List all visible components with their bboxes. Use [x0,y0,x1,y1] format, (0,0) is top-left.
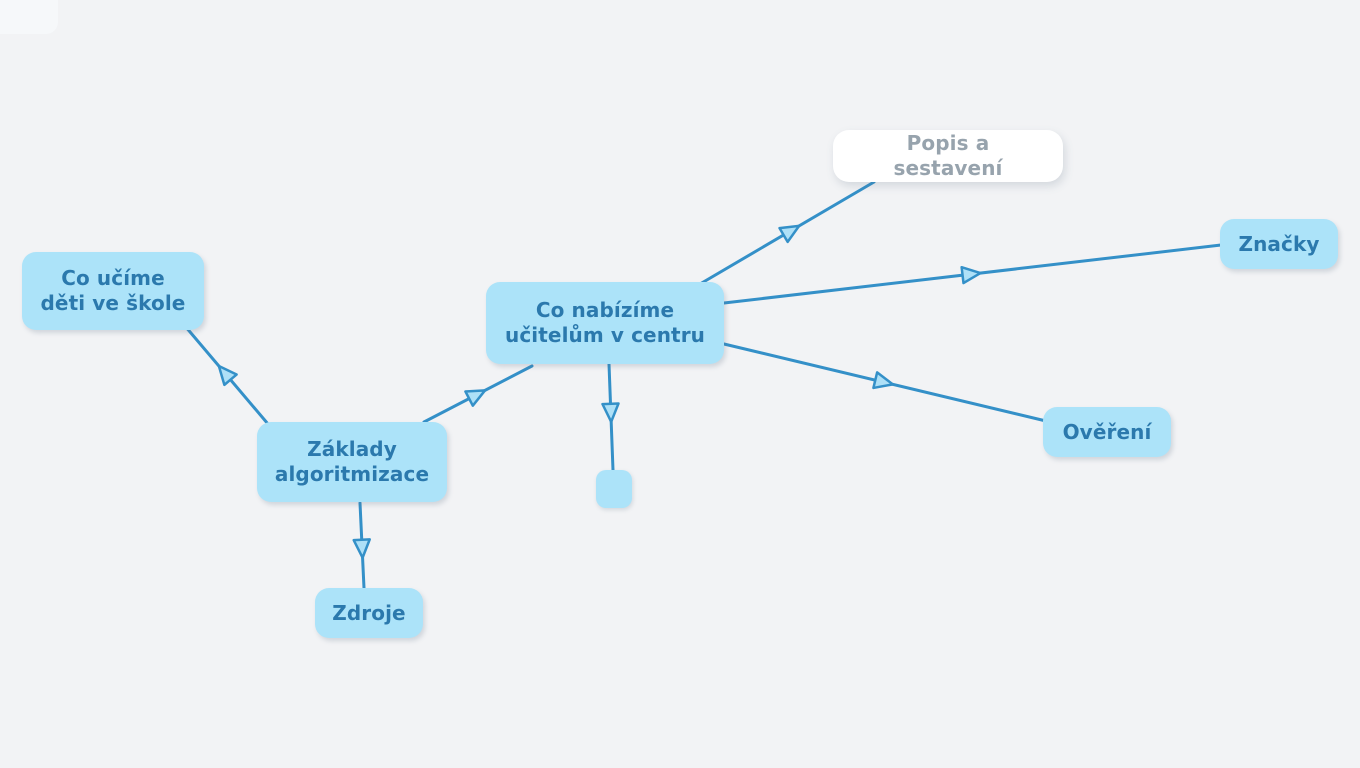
edge-connector[interactable] [722,342,1048,423]
edge-connector[interactable] [722,243,1223,305]
mindmap-node-label: Zdroje [332,600,406,625]
edge-arrowhead-icon [352,538,371,559]
edge-arrowhead-icon [601,402,620,424]
mindmap-node-label: Co nabízíme učitelům v centru [505,298,705,347]
edge-line [722,342,1048,423]
edge-line [183,324,270,426]
mindmap-node-zdroje[interactable]: Zdroje [315,588,423,638]
mindmap-node-overeni[interactable]: Ověření [1043,407,1171,457]
edge-arrowhead-icon [778,224,801,244]
edge-arrowhead-icon [960,265,982,285]
mindmap-node-znacky[interactable]: Značky [1220,219,1338,269]
edge-connector[interactable] [183,324,270,426]
edge-connector[interactable] [352,501,371,590]
mindmap-node-label: Co učíme děti ve škole [40,266,186,315]
mindmap-node-label: Popis a sestavení [893,131,1003,180]
edge-line [358,501,366,590]
edge-line [722,243,1223,305]
mindmap-node-co-ucime[interactable]: Co učíme děti ve škole [22,252,204,330]
edge-connector[interactable] [422,364,534,424]
canvas-corner-artifact [0,0,58,34]
edge-arrowhead-icon [464,389,487,407]
edge-arrowhead-icon [217,364,238,387]
mindmap-node-popis-a-sestaveni[interactable]: Popis a sestavení [833,130,1063,182]
mindmap-node-untitled-empty[interactable] [596,470,632,508]
mindmap-node-label: Základy algoritmizace [274,437,430,486]
mindmap-node-label: Ověření [1062,419,1152,444]
mindmap-node-label: Značky [1238,231,1320,256]
edge-line [607,362,615,472]
edge-connector[interactable] [601,362,620,472]
mindmap-node-co-nabizime[interactable]: Co nabízíme učitelům v centru [486,282,724,364]
edge-arrowhead-icon [872,371,895,390]
edge-connector[interactable] [698,180,876,286]
edge-line [698,180,876,286]
mindmap-node-zaklady-algoritmizace[interactable]: Základy algoritmizace [257,422,447,502]
edge-line [422,364,534,424]
